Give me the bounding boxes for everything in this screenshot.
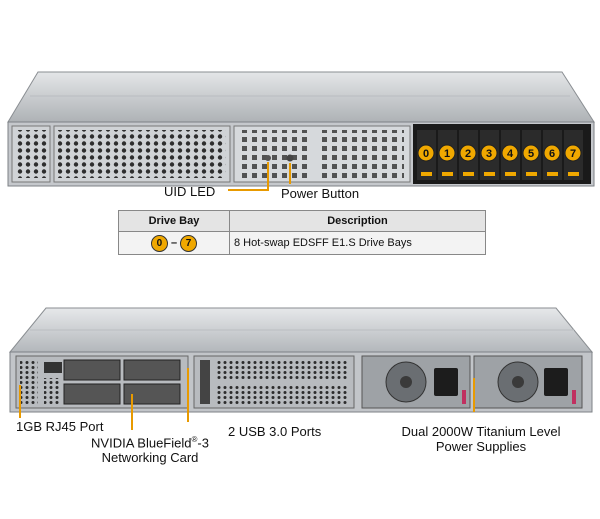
bay-label-6: 6 [549,148,555,160]
bay-label-0: 0 [423,148,429,160]
drive-bay-header: Drive Bay [118,210,230,232]
drive-bay-cell: 0–7 [118,231,230,255]
rear-chassis-image [8,307,594,430]
uid-led-leader [228,162,269,191]
description-header: Description [229,210,486,232]
bluefield-model: -3 [197,435,209,451]
bay-label-3: 3 [486,148,492,160]
power-button-label: Power Button [281,186,360,201]
bay-range-separator: – [170,237,178,249]
bay-label-5: 5 [528,148,534,160]
bluefield-reg-mark: ® [191,435,198,444]
bay-end-badge: 7 [180,234,198,252]
front-chassis-image: 0 1 2 3 4 5 6 7 [7,71,595,191]
drive-bay-table: Drive Bay Description 0–7 8 Hot-swap EDS… [118,210,486,255]
bluefield-name: NVIDIA BlueField [91,435,192,451]
bay-label-2: 2 [465,148,471,160]
description-cell: 8 Hot-swap EDSFF E1.S Drive Bays [229,231,486,255]
bay-start-badge: 0 [150,234,168,252]
psu-line2: Power Supplies [435,439,527,454]
table-row: 0–7 8 Hot-swap EDSFF E1.S Drive Bays [118,231,486,255]
bay-label-7: 7 [570,148,576,160]
bay-label-1: 1 [444,148,450,160]
uid-led-label: UID LED [164,184,216,199]
bay-number-bubbles [417,144,582,162]
table-header-row: Drive Bay Description [118,210,486,232]
bluefield-line2: Networking Card [101,450,199,466]
usb-ports-label: 2 USB 3.0 Ports [228,424,322,439]
bluefield-card-label: NVIDIA BlueField®-3 Networking Card [80,432,220,465]
psu-label: Dual 2000W Titanium Level Power Supplies [396,424,566,454]
bay-label-4: 4 [507,148,514,160]
rj45-port-label: 1GB RJ45 Port [16,419,104,434]
psu-line1: Dual 2000W Titanium Level [401,424,561,439]
